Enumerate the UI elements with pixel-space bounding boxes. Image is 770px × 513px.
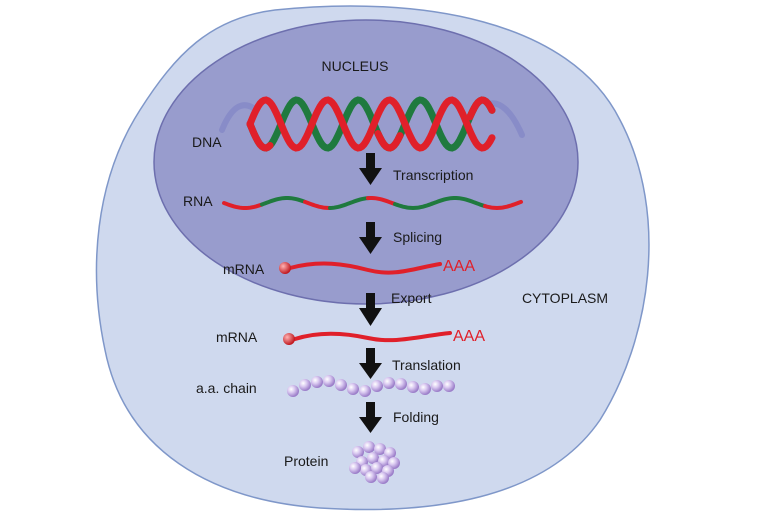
- rna-segment: [328, 196, 370, 210]
- dna-strand-b: [246, 96, 496, 152]
- aa-chain-beads: [287, 375, 455, 397]
- mrna-nuclear-5-cap: [279, 262, 291, 274]
- amino-acid-bead: [287, 385, 299, 397]
- export-step-label: Export: [391, 290, 432, 306]
- translation-arrow: [359, 348, 382, 379]
- folding-step-label: Folding: [393, 409, 439, 425]
- rna-strand: [222, 196, 523, 211]
- export-arrow: [359, 293, 382, 326]
- protein-bead: [352, 446, 364, 458]
- protein-bead: [367, 452, 379, 464]
- amino-acid-bead: [383, 377, 395, 389]
- rna-segment: [222, 201, 264, 210]
- mrna-nuclear-strand: [288, 261, 442, 275]
- dna-red-segment: [246, 120, 274, 152]
- amino-acid-bead: [395, 378, 407, 390]
- protein-bead: [365, 471, 377, 483]
- rna-segment: [366, 196, 396, 206]
- rna-segment: [260, 196, 306, 207]
- dna-red-segment: [466, 96, 496, 121]
- rna-label: RNA: [183, 193, 213, 209]
- folded-protein: [349, 441, 400, 484]
- mrna-cytoplasmic-strand: [293, 331, 452, 343]
- amino-acid-bead: [359, 385, 371, 397]
- mrna-nuclear-label: mRNA: [223, 261, 265, 277]
- amino-acid-bead: [323, 375, 335, 387]
- aa-chain-label: a.a. chain: [196, 380, 257, 396]
- mrna-cytoplasmic-5-cap: [283, 333, 295, 345]
- dna-strand-a: [246, 96, 496, 152]
- amino-acid-bead: [443, 380, 455, 392]
- amino-acid-bead: [347, 383, 359, 395]
- protein-bead: [349, 462, 361, 474]
- amino-acid-bead: [419, 383, 431, 395]
- transcription-step-label: Transcription: [393, 167, 473, 183]
- protein-bead: [377, 472, 389, 484]
- splicing-step-label: Splicing: [393, 229, 442, 245]
- protein-bead: [363, 441, 375, 453]
- dna-label: DNA: [192, 134, 222, 150]
- dna-double-helix: [219, 96, 525, 152]
- mrna-cytoplasmic-poly-a-tail: AAA: [453, 328, 485, 345]
- mrna-cytoplasmic-label: mRNA: [216, 329, 258, 345]
- transcription-arrow: [359, 153, 382, 185]
- rna-segment: [393, 202, 433, 211]
- protein-bead: [374, 443, 386, 455]
- protein-bead: [371, 462, 383, 474]
- amino-acid-bead: [335, 379, 347, 391]
- rna-segment: [483, 199, 523, 211]
- mrna-nuclear-poly-a-tail: AAA: [443, 258, 475, 275]
- amino-acid-bead: [311, 376, 323, 388]
- amino-acid-bead: [431, 380, 443, 392]
- protein-label: Protein: [284, 453, 328, 469]
- translation-step-label: Translation: [392, 357, 461, 373]
- amino-acid-bead: [371, 380, 383, 392]
- rna-segment: [430, 196, 486, 208]
- dna-red-segment: [374, 130, 404, 152]
- amino-acid-bead: [299, 379, 311, 391]
- splicing-arrow: [359, 222, 382, 254]
- rna-segment: [303, 199, 331, 210]
- cytoplasm-label: CYTOPLASM: [522, 290, 608, 306]
- nucleus-label: NUCLEUS: [322, 58, 389, 74]
- amino-acid-bead: [407, 381, 419, 393]
- folding-arrow: [359, 402, 382, 433]
